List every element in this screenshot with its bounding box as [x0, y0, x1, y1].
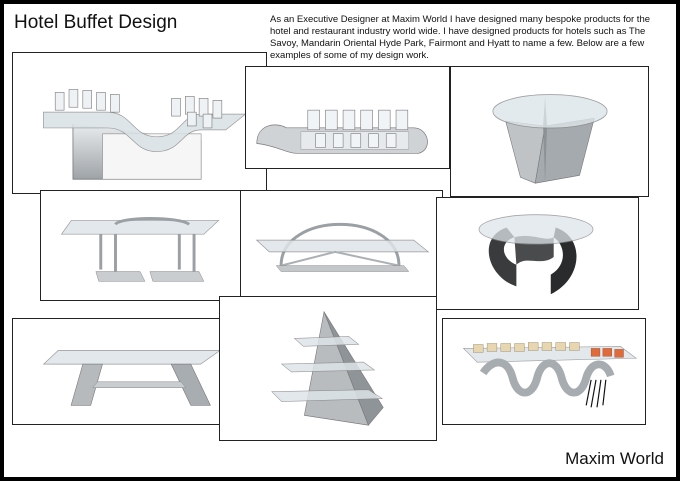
product-image-arch-table — [240, 190, 443, 301]
company-name: Maxim World — [565, 449, 664, 468]
design-sheet: Hotel Buffet Design As an Executive Desi… — [4, 4, 676, 477]
product-image-round-glass-table — [450, 66, 649, 197]
product-image-s-curve-table — [436, 197, 639, 310]
product-image-curved-glass-holder — [245, 66, 450, 169]
product-image-rectangular-frame-table — [40, 190, 245, 301]
page-title: Hotel Buffet Design — [14, 12, 178, 33]
product-image-sushi-wave-display — [442, 318, 646, 425]
product-image-angled-leg-table — [12, 318, 243, 425]
designer-description: As an Executive Designer at Maxim World … — [270, 14, 651, 61]
product-image-pyramid-tier-stand — [219, 296, 437, 441]
product-image-wave-display — [12, 52, 267, 194]
